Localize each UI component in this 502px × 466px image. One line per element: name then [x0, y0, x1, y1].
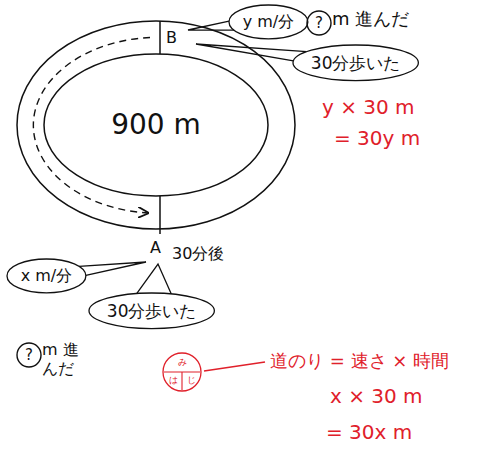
- formula-text: x × 30 m: [330, 384, 423, 408]
- point-label: B: [166, 28, 177, 47]
- node-text: は: [169, 375, 178, 386]
- point-b-mark: [159, 21, 161, 54]
- node-text: 30分歩いた: [311, 53, 401, 73]
- leader-line: [204, 362, 265, 371]
- formula-text: 道のり = 速さ × 時間: [270, 350, 449, 372]
- node-text: 30分歩いた: [107, 301, 197, 321]
- formula-text: y × 30 m: [322, 95, 415, 119]
- formula-circle: みはじ: [162, 352, 202, 392]
- point-label: A: [150, 238, 161, 257]
- node-text: x m/分: [21, 266, 73, 285]
- node-text: y m/分: [243, 12, 295, 31]
- node-text: じ: [187, 375, 196, 386]
- track-loop: 900 m: [16, 20, 296, 230]
- speech-bubble: y m/分: [228, 4, 309, 40]
- formula-text: = 30y m: [334, 126, 420, 150]
- note-text: 30分後: [172, 244, 224, 263]
- node-text: み: [178, 357, 187, 368]
- note-text: m 進んだ: [332, 8, 409, 30]
- unknown-circle: ?: [306, 10, 332, 36]
- unknown-circle: ?: [16, 342, 42, 368]
- node-text: ?: [25, 346, 33, 364]
- speech-bubble: x m/分: [6, 258, 87, 294]
- node-text: ?: [315, 14, 323, 32]
- speech-bubble: 30分歩いた: [88, 292, 215, 330]
- speech-bubble: 30分歩いた: [292, 44, 419, 82]
- formula-text: = 30x m: [326, 420, 412, 444]
- node-text: 900 m: [111, 108, 201, 142]
- note-text: m 進んだ: [42, 340, 88, 378]
